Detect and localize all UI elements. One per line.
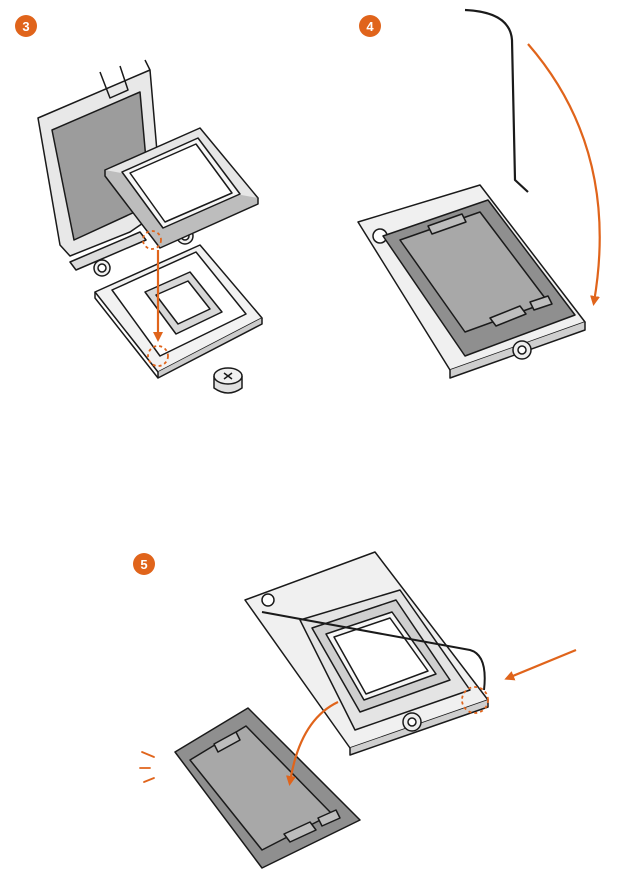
step-3-badge: 3 xyxy=(15,15,37,37)
step-5-illustration xyxy=(174,551,489,869)
alignment-marker-top xyxy=(142,230,162,250)
screw-icon xyxy=(213,367,243,394)
step-4-badge: 4 xyxy=(359,15,381,37)
alignment-marker-bottom xyxy=(147,345,169,367)
plate-remove-arrow xyxy=(286,701,339,786)
socket-with-cpu xyxy=(244,551,489,756)
load-plate-closed xyxy=(382,199,576,357)
step-5-number: 5 xyxy=(140,556,148,572)
step-3-number: 3 xyxy=(22,18,30,34)
lever-close-arrow xyxy=(527,43,601,306)
motion-lines xyxy=(139,751,155,783)
load-plate-detached xyxy=(174,707,361,869)
step-4-number: 4 xyxy=(366,18,374,34)
socket-base xyxy=(69,227,263,379)
push-lever-arrow xyxy=(504,648,577,681)
retention-lever-down xyxy=(261,611,486,691)
lever-hook-marker xyxy=(461,686,489,714)
step-3-illustration xyxy=(37,59,263,394)
step-5-badge: 5 xyxy=(133,553,155,575)
step-4-illustration xyxy=(357,8,586,379)
cpu-chip xyxy=(104,127,259,249)
retention-lever xyxy=(464,8,529,193)
